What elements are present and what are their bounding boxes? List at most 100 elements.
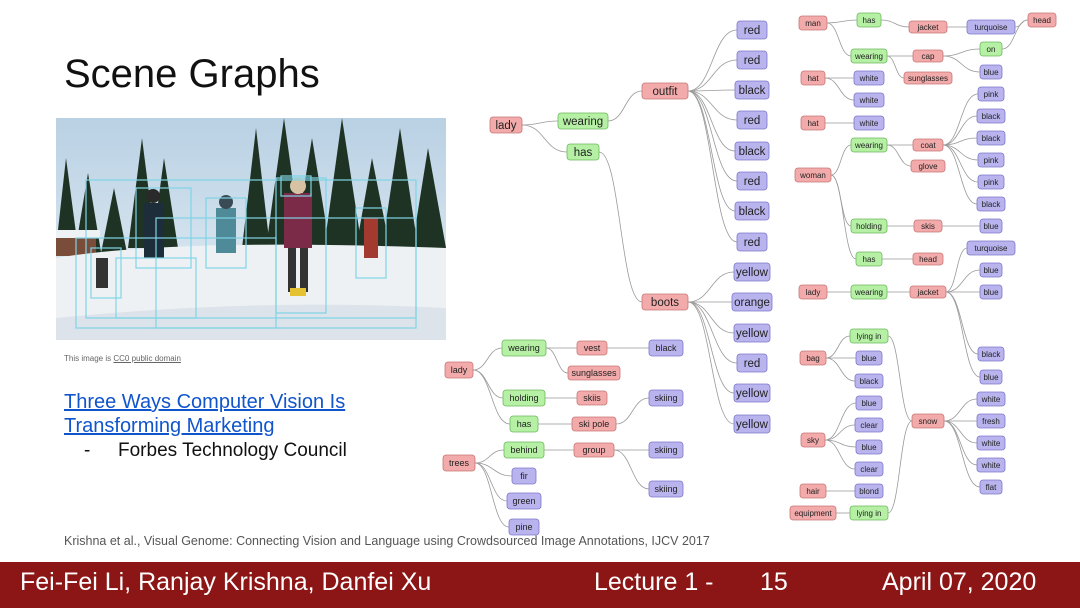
scene-graph-node-box [648, 480, 684, 498]
scene-graph-node-attribute: blue [979, 369, 1003, 385]
scene-graph-node-box [736, 171, 768, 191]
footer-authors: Fei-Fei Li, Ranjay Krishna, Danfei Xu [20, 568, 432, 596]
scene-graph-node-object: lady [798, 284, 828, 300]
scene-graph-node-object: boots [641, 293, 689, 311]
scene-graph-node-box [798, 15, 828, 31]
scene-graph-edge [474, 462, 508, 502]
slide-title: Scene Graphs [64, 52, 320, 96]
scene-graph-node-box [976, 108, 1006, 124]
scene-graph-node-attribute: white [976, 391, 1006, 407]
scene-graph-edge [945, 291, 979, 355]
scene-graph-node-box [855, 251, 883, 267]
scene-graph-node-label: red [744, 55, 761, 67]
scene-graph-node-object: woman [794, 167, 832, 183]
scene-graph-node-label: behind [510, 445, 537, 455]
scene-graph-node-label: lady [451, 365, 468, 375]
scene-graph-node-label: black [739, 206, 766, 218]
scene-graph-node-box [976, 457, 1006, 473]
scene-graph-node-box [855, 439, 883, 455]
scene-graph-node-label: skiing [654, 445, 677, 455]
scene-graph-edge [943, 420, 981, 488]
scene-graph-node-attribute: blue [979, 262, 1003, 278]
scene-graph-node-label: on [987, 45, 996, 54]
scene-graph-node-label: trees [449, 458, 470, 468]
scene-graph-node-attribute: white [976, 457, 1006, 473]
scene-graph-node-box [854, 373, 884, 389]
scene-graph-node-box [976, 391, 1006, 407]
scene-graph-node-box [849, 328, 889, 344]
scene-graph-node-box [910, 159, 946, 173]
scene-graph-node-label: blue [983, 266, 999, 275]
scene-graph-node-box [734, 201, 770, 221]
scene-graph-node-label: fir [520, 471, 528, 481]
scene-graph-edge [886, 144, 912, 167]
scene-graph-node-box [966, 240, 1016, 256]
scene-graph-edge [613, 449, 650, 490]
footer-lecture: Lecture 1 - [594, 568, 714, 596]
scene-graph-node-relation: lying in [849, 328, 889, 344]
scene-graph-node-label: blue [983, 68, 999, 77]
scene-graph-node-object: sunglasses [567, 365, 621, 381]
scene-graph-node-label: wearing [854, 288, 883, 297]
scene-graph-node-object: group [573, 442, 615, 458]
scene-graph-node-attribute: clear [854, 461, 884, 477]
scene-graph-node-object: skis [913, 219, 943, 233]
scene-graph-node-box [736, 50, 768, 70]
scene-graph-node-label: black [739, 146, 766, 158]
scene-graph-node-box [976, 413, 1006, 429]
image-credit-link[interactable]: CC0 public domain [113, 354, 181, 363]
scene-graph-node-attribute: black [976, 108, 1006, 124]
scene-graph-node-object: sunglasses [903, 71, 953, 85]
scene-graph-edge [942, 137, 978, 146]
scene-graph-node-label: jacket [917, 23, 940, 32]
scene-graph-node-box [853, 115, 885, 131]
scene-graph-node-relation: lying in [849, 505, 889, 521]
scene-graph-node-box [912, 49, 944, 63]
scene-graph-node-attribute: white [853, 70, 885, 86]
scene-graph-node-label: snow [919, 417, 938, 426]
scene-graph-node-object: man [798, 15, 828, 31]
scene-graph-node-box [736, 353, 768, 373]
scene-graph-node-box [576, 390, 608, 406]
scene-graph-node-relation: wearing [850, 284, 888, 300]
scene-graph-edge [826, 22, 852, 57]
scene-graph-node-box [641, 82, 689, 100]
scene-graph-node-label: white [859, 119, 879, 128]
scene-graph-node-label: has [517, 419, 532, 429]
footer-bar: Fei-Fei Li, Ranjay Krishna, Danfei Xu Le… [0, 562, 1080, 608]
scene-graph-node-label: black [655, 343, 677, 353]
scene-graph-node-attribute: flat [979, 479, 1003, 495]
scene-graph-node-label: white [859, 74, 879, 83]
scene-graph-edge [830, 144, 852, 176]
scene-graph-edge [687, 89, 736, 92]
scene-graph-node-box [979, 284, 1003, 300]
scene-graph-node-attribute: fresh [976, 413, 1006, 429]
scene-graph-node-box [800, 115, 826, 131]
scene-graph-node-label: holding [509, 393, 538, 403]
scene-graph-node-object: snow [911, 413, 945, 429]
scene-graph-edge [825, 357, 856, 382]
scene-graph-node-box [573, 442, 615, 458]
scene-graph-node-box [557, 112, 609, 130]
scene-graph-node-box [731, 292, 773, 312]
scene-graph-node-attribute: white [853, 92, 885, 108]
scene-graph-node-object: skiis [576, 390, 608, 406]
scene-graph-edge [521, 124, 568, 153]
scene-graph-node-box [503, 441, 545, 459]
scene-graph-edge [824, 439, 856, 470]
scene-graph-node-box [734, 141, 770, 161]
scene-graph-edge [826, 19, 858, 24]
scene-graph-node-object: sky [800, 432, 826, 448]
scene-graph-edge [687, 90, 738, 121]
scene-graph-node-attribute: pine [508, 518, 540, 536]
scene-graph-node-label: sky [807, 436, 819, 445]
scene-graph-node-object: ski pole [571, 416, 617, 432]
scene-graph-node-box [856, 12, 882, 28]
scene-graph-node-label: pink [984, 178, 1000, 187]
scene-graph-node-box [799, 483, 827, 499]
scene-graph-node-box [800, 70, 826, 86]
scene-graph-node-label: yellow [736, 267, 769, 279]
scene-graph-edge [942, 55, 981, 73]
article-link[interactable]: Three Ways Computer Vision Is Transformi… [64, 391, 346, 437]
scene-graph-node-box [976, 196, 1006, 212]
